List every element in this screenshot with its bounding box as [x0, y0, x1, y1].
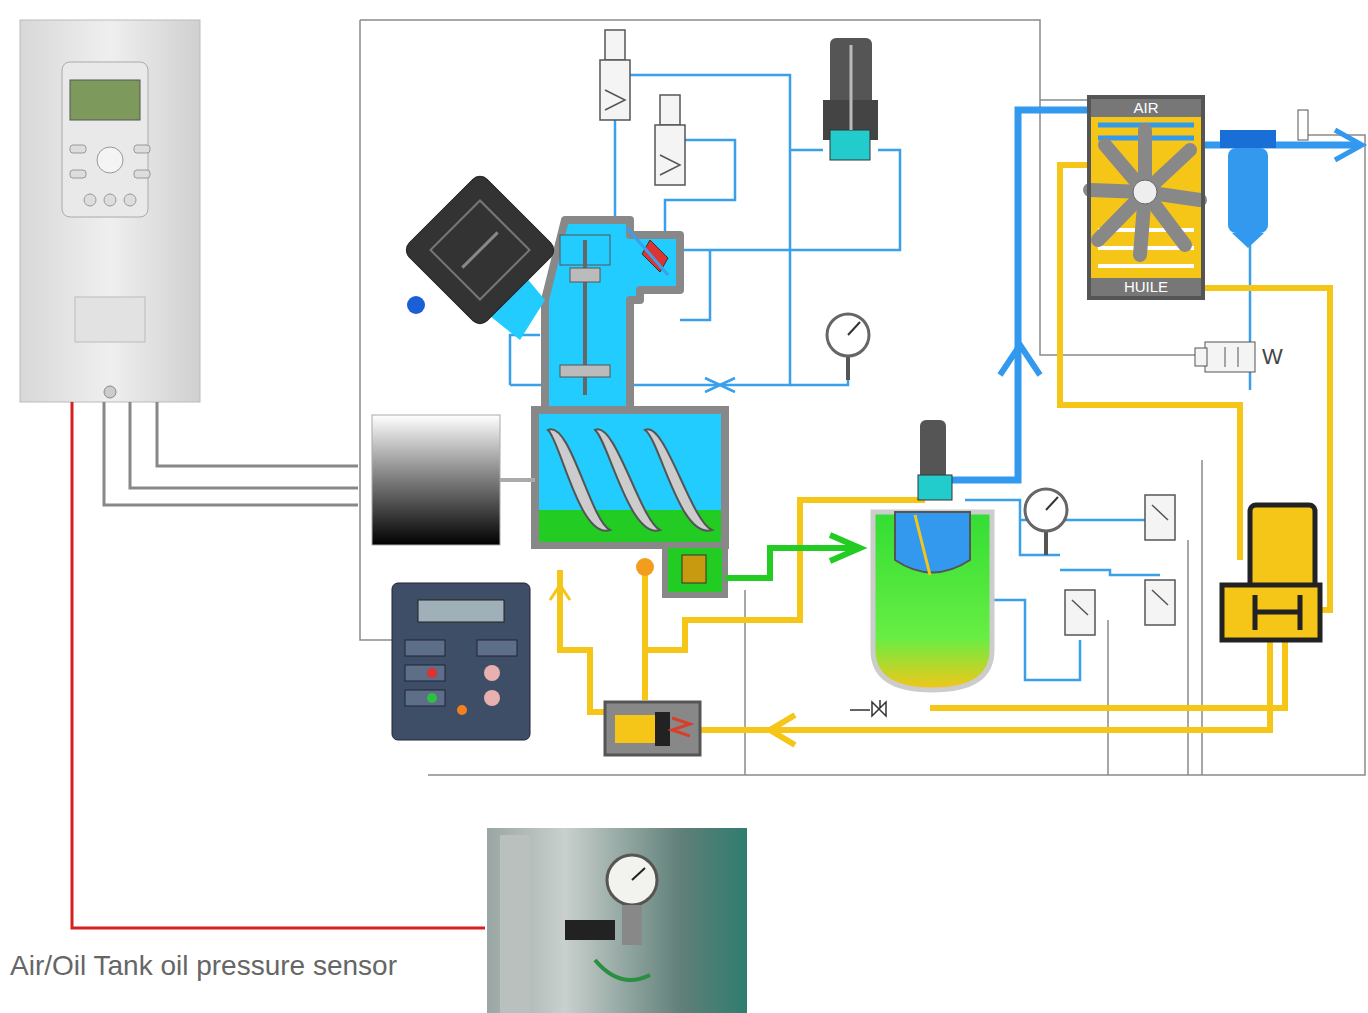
motor — [372, 415, 500, 545]
air-oil-tank — [850, 420, 992, 716]
air-oil-line — [725, 548, 855, 578]
motor-wires — [104, 402, 358, 505]
solenoid-valves — [600, 30, 685, 185]
outlet-filter — [1220, 110, 1308, 248]
air-filter — [402, 172, 558, 328]
thermostatic-valve — [1222, 505, 1320, 640]
air-arrow — [1335, 130, 1362, 160]
cooler-air-label: AIR — [1130, 99, 1161, 117]
oil-lines — [560, 165, 1330, 730]
orifice — [705, 378, 735, 392]
air-oil-arrow — [830, 535, 860, 561]
cooler-oil-label: HUILE — [1121, 278, 1171, 296]
oil-arrow — [550, 585, 570, 600]
oil-dot — [636, 558, 654, 576]
oil-cooler: AIR HUILE — [1087, 95, 1205, 300]
oil-arrow — [770, 715, 795, 745]
oil-filter — [605, 702, 700, 755]
air-line — [950, 110, 1087, 480]
cooler-core — [1087, 95, 1205, 300]
pressure-regulator — [823, 38, 878, 160]
drain-label: W — [1262, 344, 1283, 370]
air-arrow — [1000, 345, 1040, 375]
shaft — [500, 478, 535, 482]
sensor-photo — [487, 828, 747, 1013]
drain-valve — [1195, 342, 1255, 372]
pressure-switches — [1065, 495, 1175, 635]
blue-dot — [407, 296, 425, 314]
controller — [392, 583, 530, 740]
vfd-drive — [20, 20, 200, 402]
sensor-caption: Air/Oil Tank oil pressure sensor — [10, 950, 397, 982]
frame-lines — [360, 20, 1365, 775]
